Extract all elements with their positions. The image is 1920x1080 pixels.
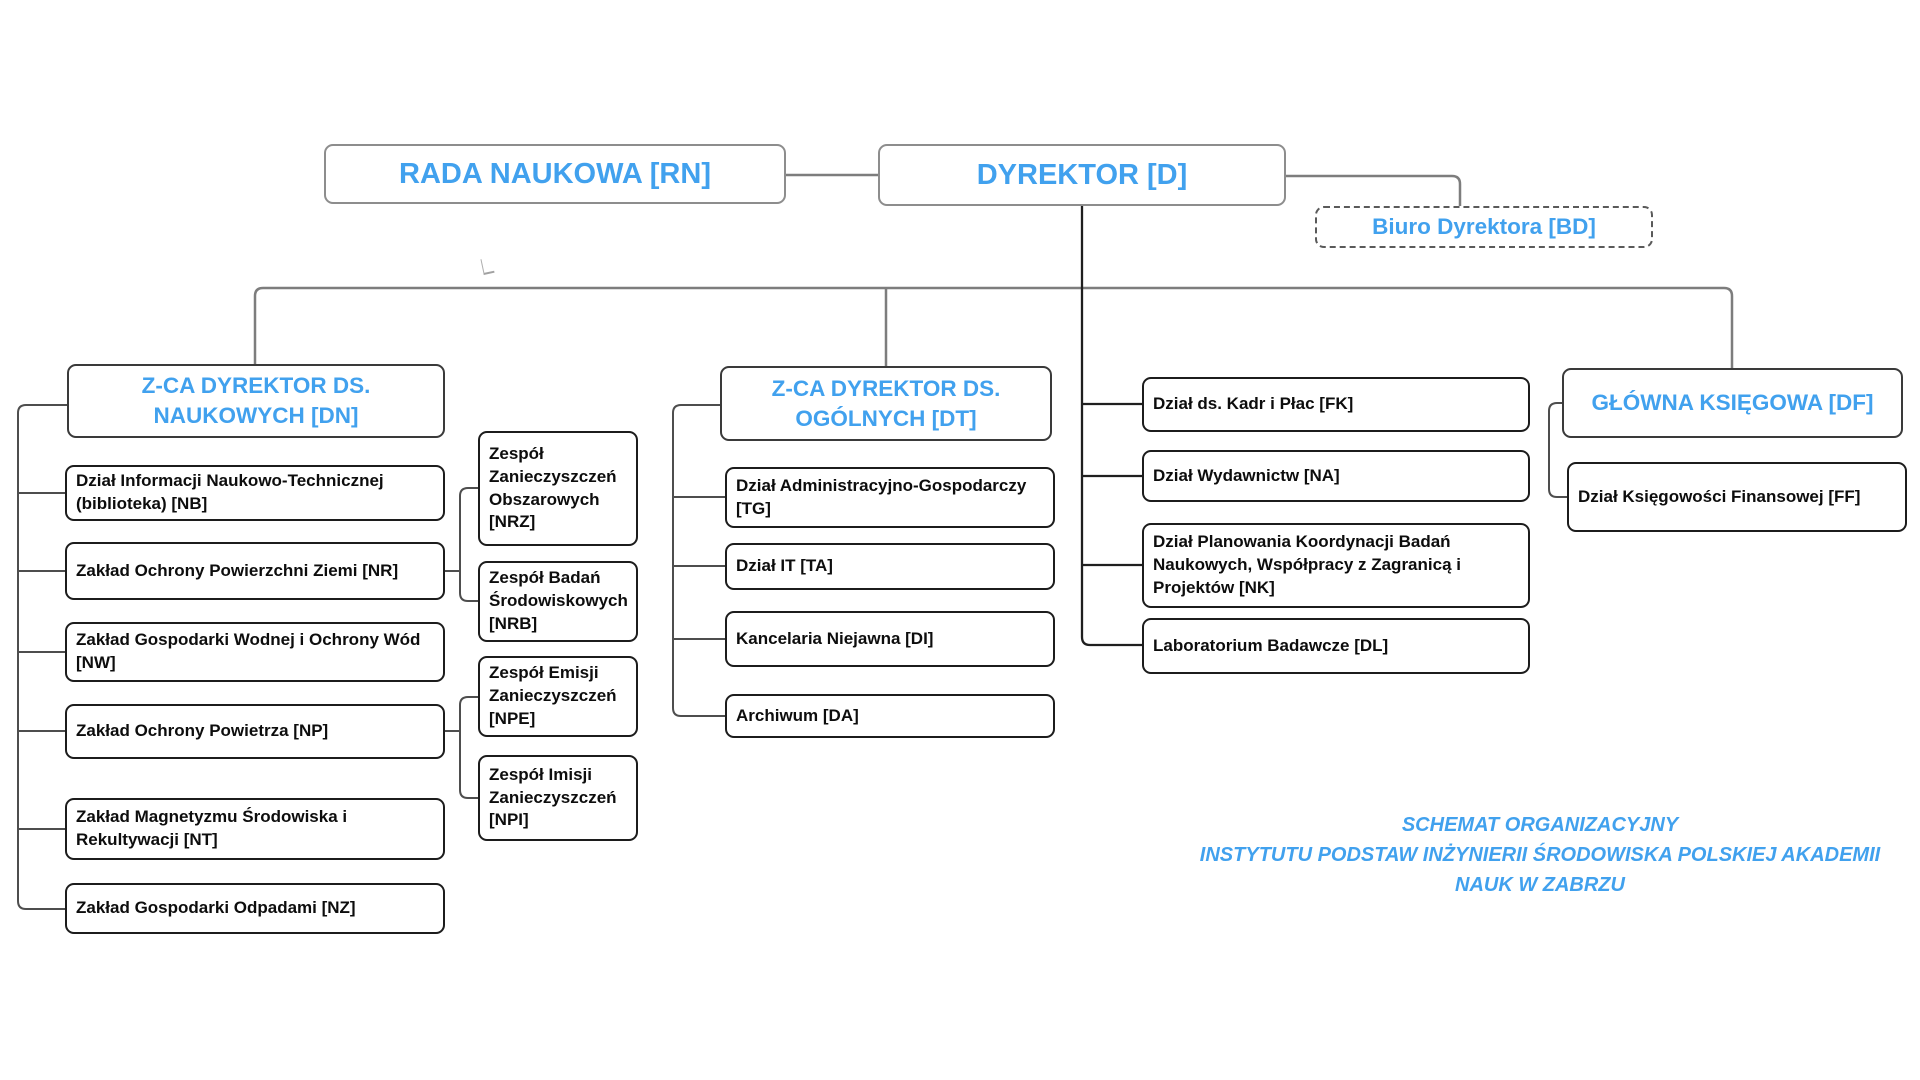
connector-nr-teams (445, 487, 478, 602)
node-dzial-administracyjno-tg: Dział Administracyjno-Gospodarczy [TG] (725, 467, 1055, 528)
node-zaklad-gospodarki-wodnej-nw: Zakład Gospodarki Wodnej i Ochrony Wód [… (65, 622, 445, 682)
node-na-label: Dział Wydawnictw [NA] (1153, 465, 1340, 485)
node-dzial-it-ta: Dział IT [TA] (725, 543, 1055, 590)
node-zespol-nrz: Zespół Zanieczyszczeń Obszarowych [NRZ] (478, 431, 638, 546)
node-df-label: GŁÓWNA KSIĘGOWA [DF] (1591, 390, 1874, 416)
node-dzial-planowania-nk: Dział Planowania Koordynacji Badań Nauko… (1142, 523, 1530, 608)
node-zaklad-ochrony-powietrza-np: Zakład Ochrony Powietrza [NP] (65, 704, 445, 759)
node-zespol-nrb: Zespół Badań Środowiskowych [NRB] (478, 561, 638, 642)
node-np-label: Zakład Ochrony Powietrza [NP] (76, 721, 329, 741)
node-nz-label: Zakład Gospodarki Odpadami [NZ] (76, 898, 356, 918)
node-biuro-dyrektora-label: Biuro Dyrektora [BD] (1372, 214, 1596, 240)
chart-caption: SCHEMAT ORGANIZACYJNY INSTYTUTU PODSTAW … (1150, 810, 1920, 900)
node-dzial-wydawnictw-na: Dział Wydawnictw [NA] (1142, 450, 1530, 502)
connector-main-trunk (253, 286, 1734, 368)
node-kancelaria-niejawna-di: Kancelaria Niejawna [DI] (725, 611, 1055, 667)
caption-line1: SCHEMAT ORGANIZACYJNY (1401, 814, 1679, 836)
connector-dt-children (672, 404, 725, 717)
node-ta-label: Dział IT [TA] (736, 556, 833, 576)
node-da-label: Archiwum [DA] (736, 705, 859, 725)
node-glowna-ksiegowa-df: GŁÓWNA KSIĘGOWA [DF] (1562, 368, 1903, 438)
node-zespol-npi: Zespół Imisji Zanieczyszczeń [NPI] (478, 755, 638, 841)
connector-df-children (1548, 402, 1567, 498)
connector-dyrektor-units (1080, 206, 1142, 647)
node-di-label: Kancelaria Niejawna [DI] (736, 628, 934, 648)
node-nk-label: Dział Planowania Koordynacji Badań Nauko… (1153, 532, 1461, 597)
node-biuro-dyrektora: Biuro Dyrektora [BD] (1315, 206, 1653, 248)
node-zca-dyrektor-ogolnych: Z-CA DYREKTOR DS. OGÓLNYCH [DT] (720, 366, 1052, 441)
connector-np-teams (445, 696, 478, 799)
node-zca-dyrektor-naukowych: Z-CA DYREKTOR DS. NAUKOWYCH [DN] (67, 364, 445, 438)
node-npi-label: Zespół Imisji Zanieczyszczeń [NPI] (489, 764, 617, 830)
node-nr-label: Zakład Ochrony Powierzchni Ziemi [NR] (76, 560, 399, 580)
node-zca-ogolnych-line1: Z-CA DYREKTOR DS. (771, 375, 1001, 401)
caption-line2: INSTYTUTU PODSTAW INŻYNIERII ŚRODOWISKA … (1199, 844, 1881, 866)
node-nrz-label: Zespół Zanieczyszczeń Obszarowych [NRZ] (489, 443, 617, 532)
node-fk-label: Dział ds. Kadr i Płac [FK] (1153, 394, 1354, 414)
node-dyrektor: DYREKTOR [D] (878, 144, 1286, 206)
node-nb-label: Dział Informacji Naukowo-Technicznej (bi… (76, 471, 384, 513)
node-rada-naukowa-label: RADA NAUKOWA [RN] (399, 157, 711, 190)
node-nt-label: Zakład Magnetyzmu Środowiska i Rekultywa… (76, 807, 348, 849)
node-dzial-informacji-nb: Dział Informacji Naukowo-Technicznej (bi… (65, 465, 445, 521)
node-dyrektor-label: DYREKTOR [D] (976, 158, 1188, 191)
node-dl-label: Laboratorium Badawcze [DL] (1153, 635, 1389, 655)
connector-dyrektor-biuro (1286, 174, 1462, 206)
node-zaklad-odpadami-nz: Zakład Gospodarki Odpadami [NZ] (65, 883, 445, 934)
node-ff-label: Dział Księgowości Finansowej [FF] (1578, 486, 1861, 506)
connector-dn-children (17, 404, 67, 910)
node-laboratorium-badawcze-dl: Laboratorium Badawcze [DL] (1142, 618, 1530, 674)
node-zca-naukowych-line1: Z-CA DYREKTOR DS. (141, 373, 371, 399)
node-tg-label: Dział Administracyjno-Gospodarczy [TG] (736, 475, 1027, 518)
node-nrb-label: Zespół Badań Środowiskowych [NRB] (489, 568, 628, 633)
node-dzial-ksiegowosci-ff: Dział Księgowości Finansowej [FF] (1567, 462, 1907, 532)
node-zaklad-ochrony-powierzchni-nr: Zakład Ochrony Powierzchni Ziemi [NR] (65, 542, 445, 600)
node-archiwum-da: Archiwum [DA] (725, 694, 1055, 738)
node-zaklad-magnetyzmu-nt: Zakład Magnetyzmu Środowiska i Rekultywa… (65, 798, 445, 860)
node-zespol-npe: Zespół Emisji Zanieczyszczeń [NPE] (478, 656, 638, 737)
node-zca-naukowych-line2: NAUKOWYCH [DN] (153, 403, 359, 428)
caption-line3: NAUK W ZABRZU (1455, 874, 1625, 896)
node-nw-label: Zakład Gospodarki Wodnej i Ochrony Wód [… (76, 630, 421, 672)
node-dzial-kadr-fk: Dział ds. Kadr i Płac [FK] (1142, 377, 1530, 432)
node-npe-label: Zespół Emisji Zanieczyszczeń [NPE] (489, 663, 617, 728)
node-zca-ogolnych-line2: OGÓLNYCH [DT] (795, 405, 977, 431)
node-rada-naukowa: RADA NAUKOWA [RN] (324, 144, 786, 204)
